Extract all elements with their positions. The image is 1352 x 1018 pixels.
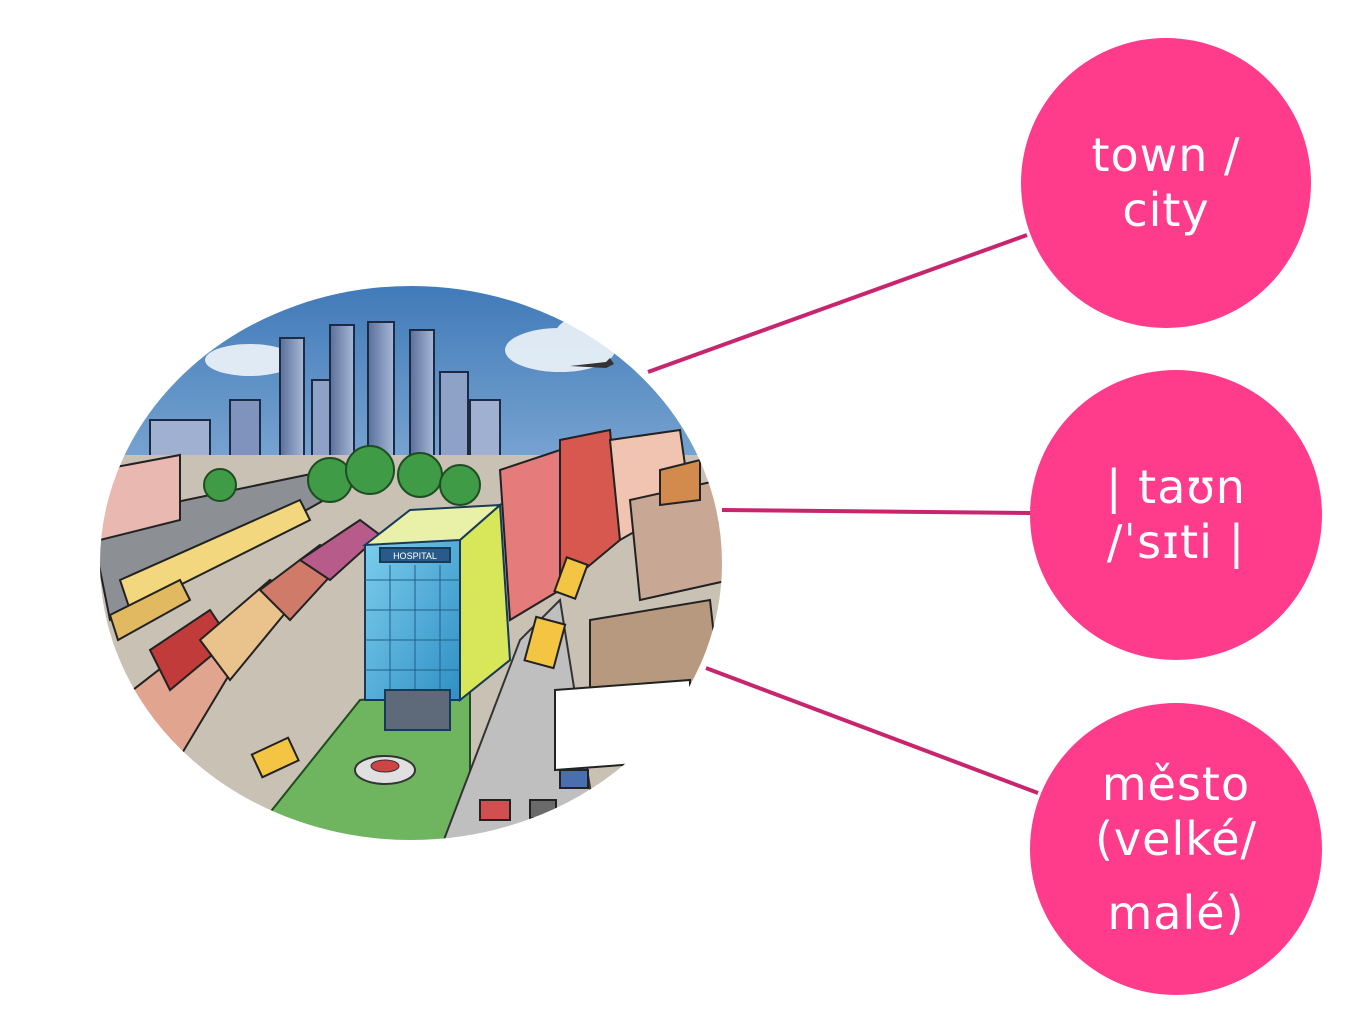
train bbox=[108, 498, 312, 642]
bubble-pronunciation: | taʊn /ˈsɪti | bbox=[1030, 370, 1322, 660]
connector-line-mesto bbox=[705, 666, 1039, 795]
bubble-line: (velké/ bbox=[1094, 812, 1258, 867]
bubble-line: city bbox=[1122, 183, 1210, 237]
vehicles bbox=[250, 556, 589, 821]
hospital-sign: HOSPITAL bbox=[393, 551, 437, 561]
bubble-line: město bbox=[1101, 757, 1251, 812]
bubble-mesto: město (velké/ malé) bbox=[1030, 703, 1322, 995]
trees bbox=[203, 445, 481, 506]
bubble-line: malé) bbox=[1107, 885, 1245, 940]
bubble-line: town / bbox=[1091, 127, 1241, 182]
city-illustration: HOSPITAL bbox=[99, 285, 723, 841]
connector-lines bbox=[647, 233, 1039, 795]
hospital-building: HOSPITAL bbox=[361, 502, 512, 731]
right-buildings bbox=[498, 428, 723, 772]
bubble-line: /ˈsɪti | bbox=[1106, 515, 1246, 569]
connector-line-town-city bbox=[647, 233, 1028, 374]
bubble-line: | taʊn bbox=[1106, 459, 1246, 514]
bubble-town-city: town / city bbox=[1021, 38, 1311, 328]
airplane-icon bbox=[570, 358, 614, 368]
connector-line-pronunciation bbox=[721, 508, 1031, 515]
